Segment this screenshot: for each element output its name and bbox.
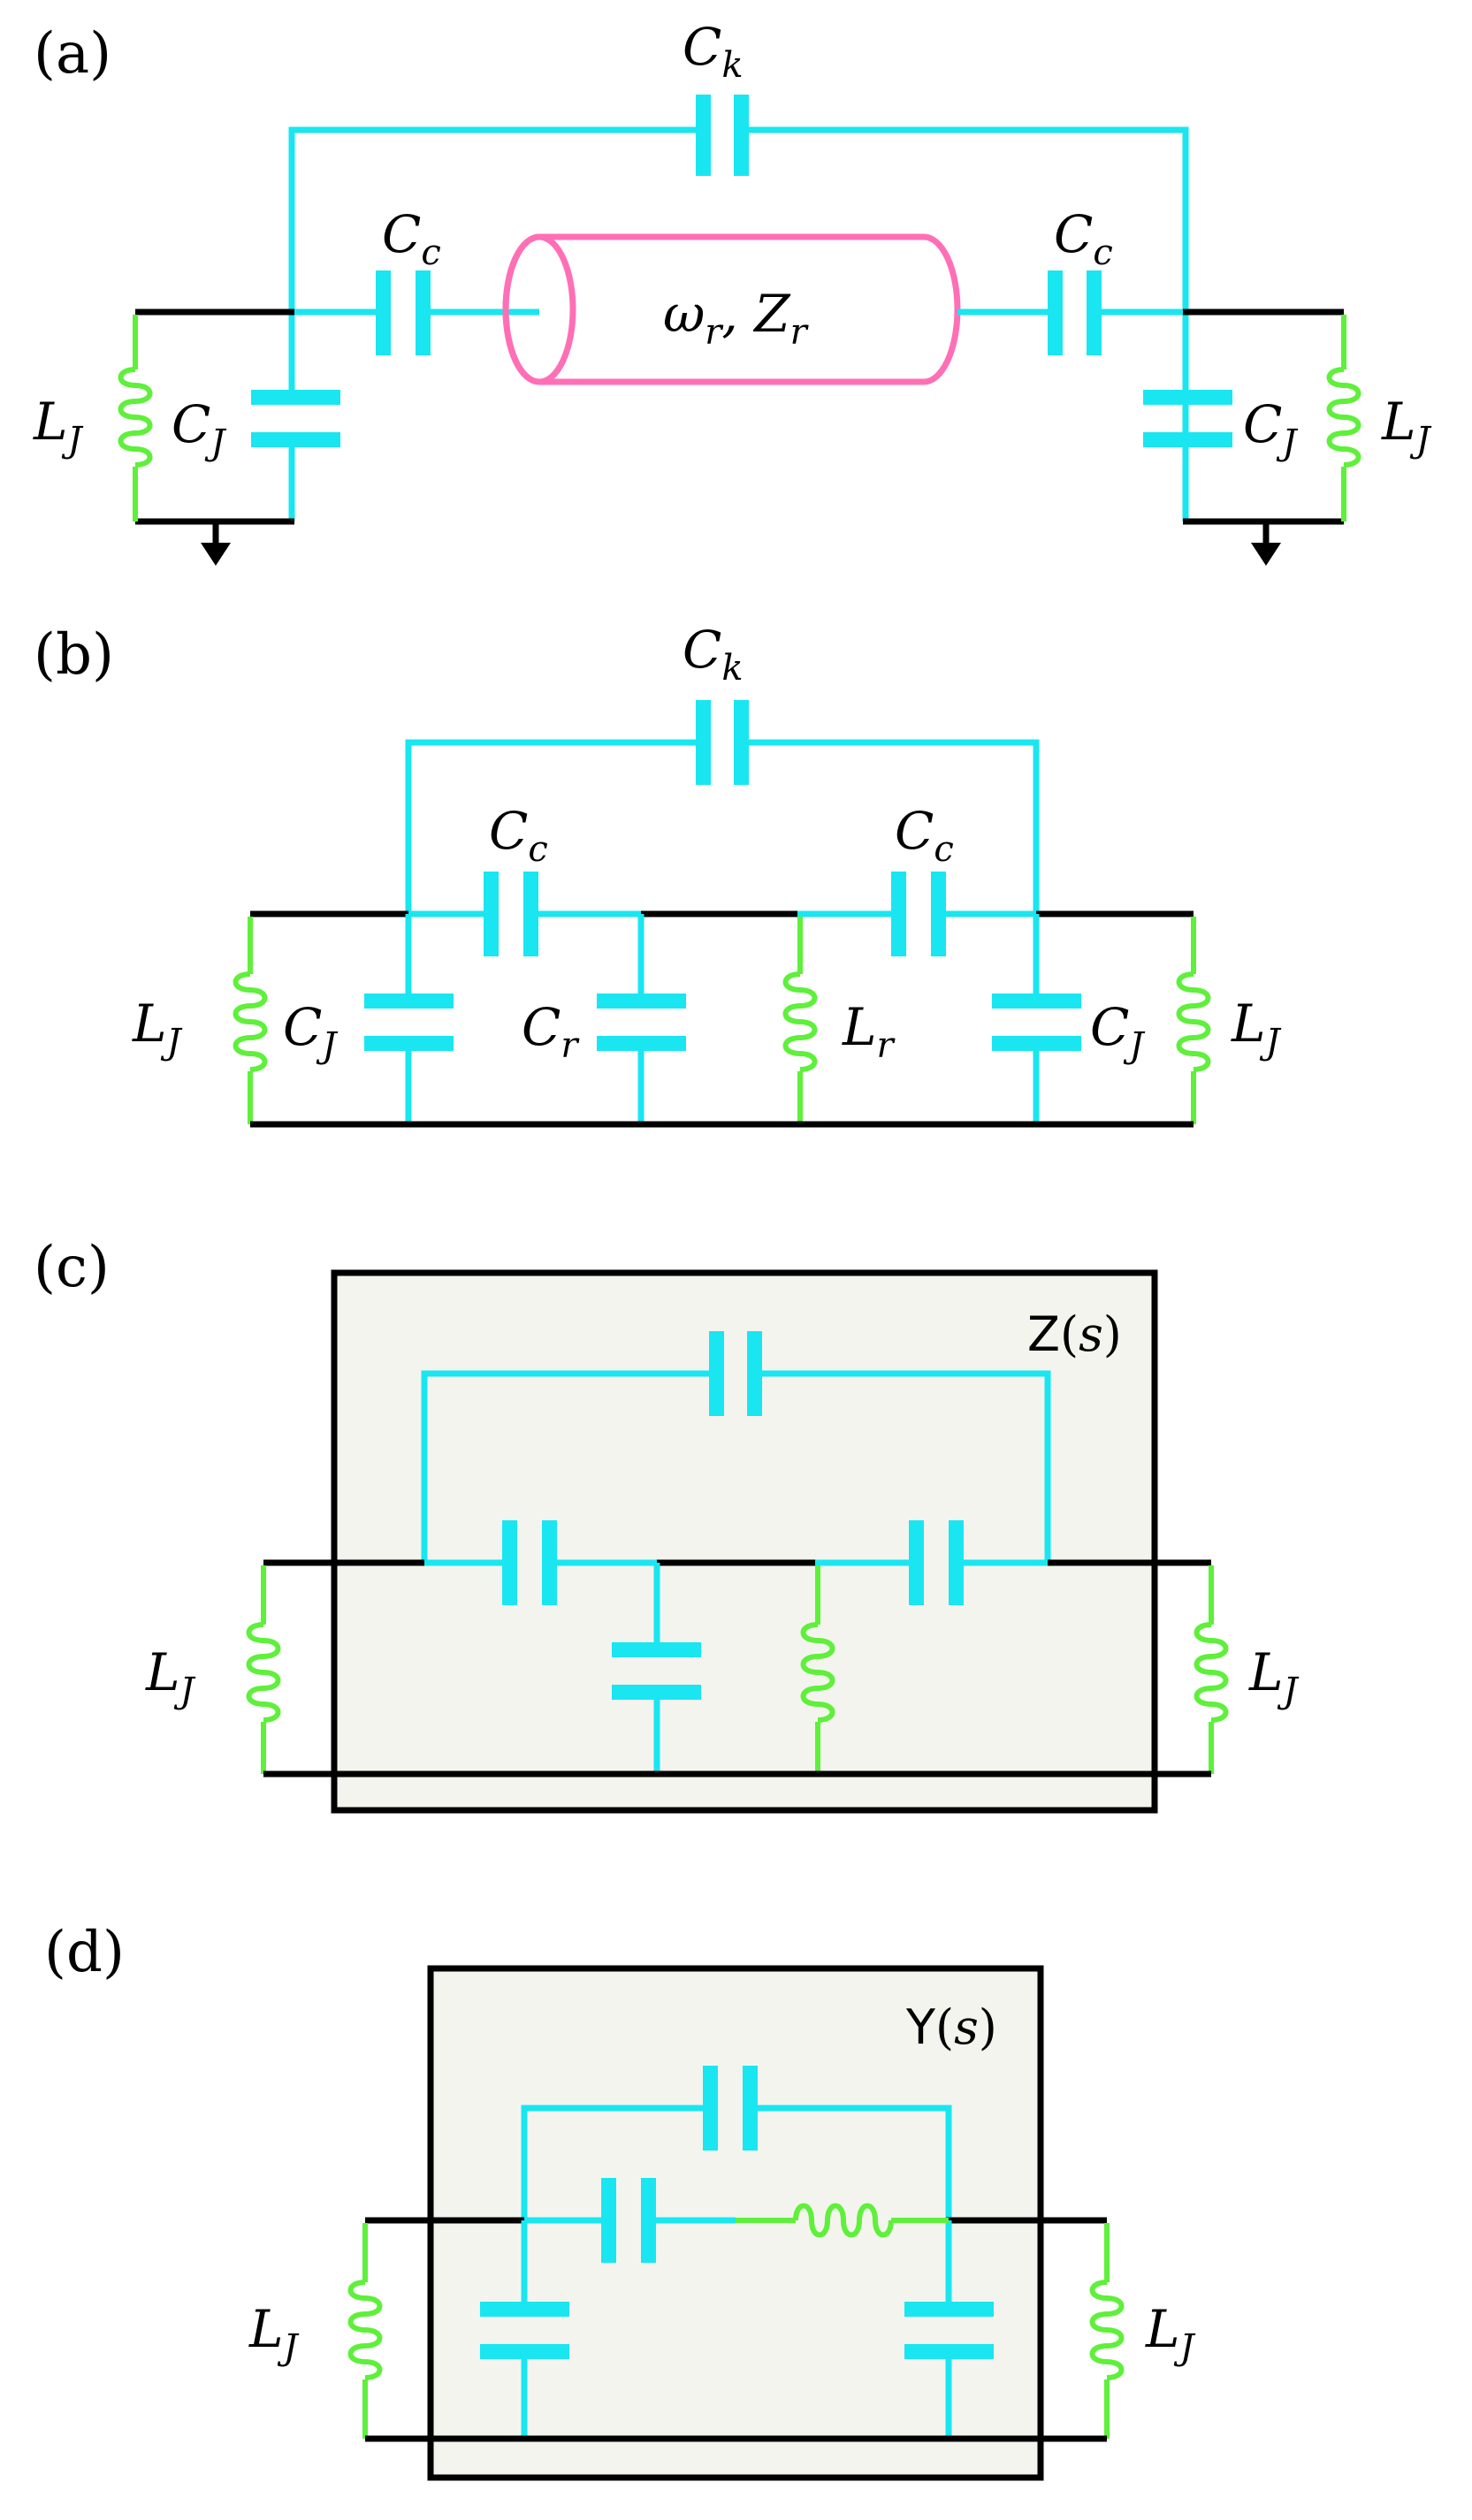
panel-a: (a) Ck Cc CJ — [33, 17, 1432, 566]
panel-b-lj-left-inductor — [233, 917, 268, 1124]
panel-c-box-label: Z(s) — [1027, 1306, 1122, 1362]
panel-a-lj-right-inductor — [1326, 315, 1361, 522]
panel-b-cj-right-label: CJ — [1090, 997, 1145, 1066]
panel-b-cr-label: Cr — [522, 997, 580, 1066]
panel-b-lr-inductor — [782, 917, 818, 1124]
panel-a-cj-left-capacitor — [251, 390, 340, 447]
panel-a-cc-right-capacitor — [1048, 270, 1102, 355]
panel-b-cr-capacitor — [597, 994, 686, 1051]
panel-d-ck-capacitor — [703, 2066, 758, 2151]
panel-a-cj-right-capacitor — [1143, 390, 1232, 447]
panel-a-ck-label: Ck — [683, 17, 744, 86]
panel-b-tag: (b) — [34, 622, 114, 688]
panel-b-cj-left-label: CJ — [283, 997, 338, 1066]
panel-b-lj-right-label: LJ — [1231, 994, 1282, 1062]
panel-c-cc-right-capacitor — [909, 1520, 964, 1605]
panel-c: (c) Z(s) — [34, 1235, 1300, 1814]
panel-b-ck-label: Ck — [683, 620, 744, 689]
panel-a-lj-left-inductor — [118, 315, 153, 522]
panel-b-cc-left-capacitor — [484, 872, 538, 956]
panel-a-tag: (a) — [34, 21, 111, 87]
panel-d-series-wiring — [521, 2217, 952, 2439]
panel-a-resonator-label: ωr, Zr — [663, 284, 810, 353]
panel-b-cc-right-capacitor — [891, 872, 946, 956]
panel-c-ck-loop — [421, 1370, 1051, 1563]
panel-b-cj-right-capacitor — [992, 994, 1081, 1051]
panel-b-ck-loop — [405, 739, 1040, 914]
panel-b-cc-right-label: Cc — [895, 801, 954, 870]
panel-a-ck-capacitor — [696, 95, 749, 176]
panel-b-lr-label: Lr — [842, 997, 896, 1066]
panel-b-lj-left-label: LJ — [132, 994, 183, 1062]
panel-c-top-cyan-wiring — [424, 1559, 1048, 1774]
panel-b-ck-capacitor — [696, 700, 749, 785]
panel-a-left-rails — [135, 308, 294, 544]
panel-a-lj-left-label: LJ — [33, 392, 84, 461]
panel-a-cc-right-label: Cc — [1054, 204, 1113, 273]
panel-b-cj-left-capacitor — [364, 994, 454, 1051]
panel-a-cj-right-label: CJ — [1243, 394, 1298, 463]
panel-c-ck-capacitor — [709, 1331, 762, 1416]
panel-a-right-rails — [1183, 308, 1344, 544]
panel-a-cj-left-label: CJ — [172, 394, 226, 463]
panel-d-lj-left-inductor — [347, 2223, 383, 2439]
panel-c-lj-left-inductor — [246, 1565, 281, 1774]
panel-a-left-wiring — [288, 308, 539, 522]
panel-a-ground-right-icon — [1251, 543, 1281, 566]
panel-d-ck-loop — [521, 2105, 952, 2220]
panel-a-cc-left-capacitor — [376, 270, 431, 355]
panel-d-lj-right-label: LJ — [1145, 2299, 1196, 2368]
panel-b-lj-right-inductor — [1176, 917, 1211, 1124]
panel-a-resonator — [502, 233, 961, 385]
panel-d-series-inductor — [736, 2203, 949, 2238]
panel-b-branch-wiring — [405, 914, 1040, 1124]
panel-d-series-capacitor — [601, 2178, 656, 2263]
panel-c-cr-capacitor — [612, 1642, 701, 1700]
panel-d-tag: (d) — [44, 1920, 125, 1985]
panel-d-lj-right-inductor — [1089, 2223, 1125, 2439]
panel-d-shunt-right-capacitor — [904, 2302, 994, 2359]
panel-d-box-label: Y(s) — [905, 1999, 997, 2055]
panel-d: (d) Y(s) — [44, 1920, 1196, 2481]
panel-c-lj-right-inductor — [1194, 1565, 1229, 1774]
panel-a-lj-right-label: LJ — [1381, 392, 1432, 461]
panel-a-ground-left-icon — [201, 543, 231, 566]
panel-d-shunt-left-capacitor — [480, 2302, 569, 2359]
panel-c-lj-left-label: LJ — [145, 1642, 196, 1711]
panel-c-cc-left-capacitor — [502, 1520, 557, 1605]
panel-b: (b) Ck Cc Cc — [34, 620, 1282, 1128]
panel-d-lj-left-label: LJ — [248, 2299, 300, 2368]
panel-a-right-wiring — [957, 308, 1189, 522]
panel-c-impedance-box — [331, 1269, 1158, 1814]
panel-a-cc-left-label: Cc — [382, 204, 441, 273]
panel-b-cc-left-label: Cc — [489, 801, 548, 870]
panel-c-tag: (c) — [34, 1235, 110, 1300]
panel-c-lj-right-label: LJ — [1248, 1642, 1300, 1711]
panel-c-lr-inductor — [800, 1565, 835, 1774]
